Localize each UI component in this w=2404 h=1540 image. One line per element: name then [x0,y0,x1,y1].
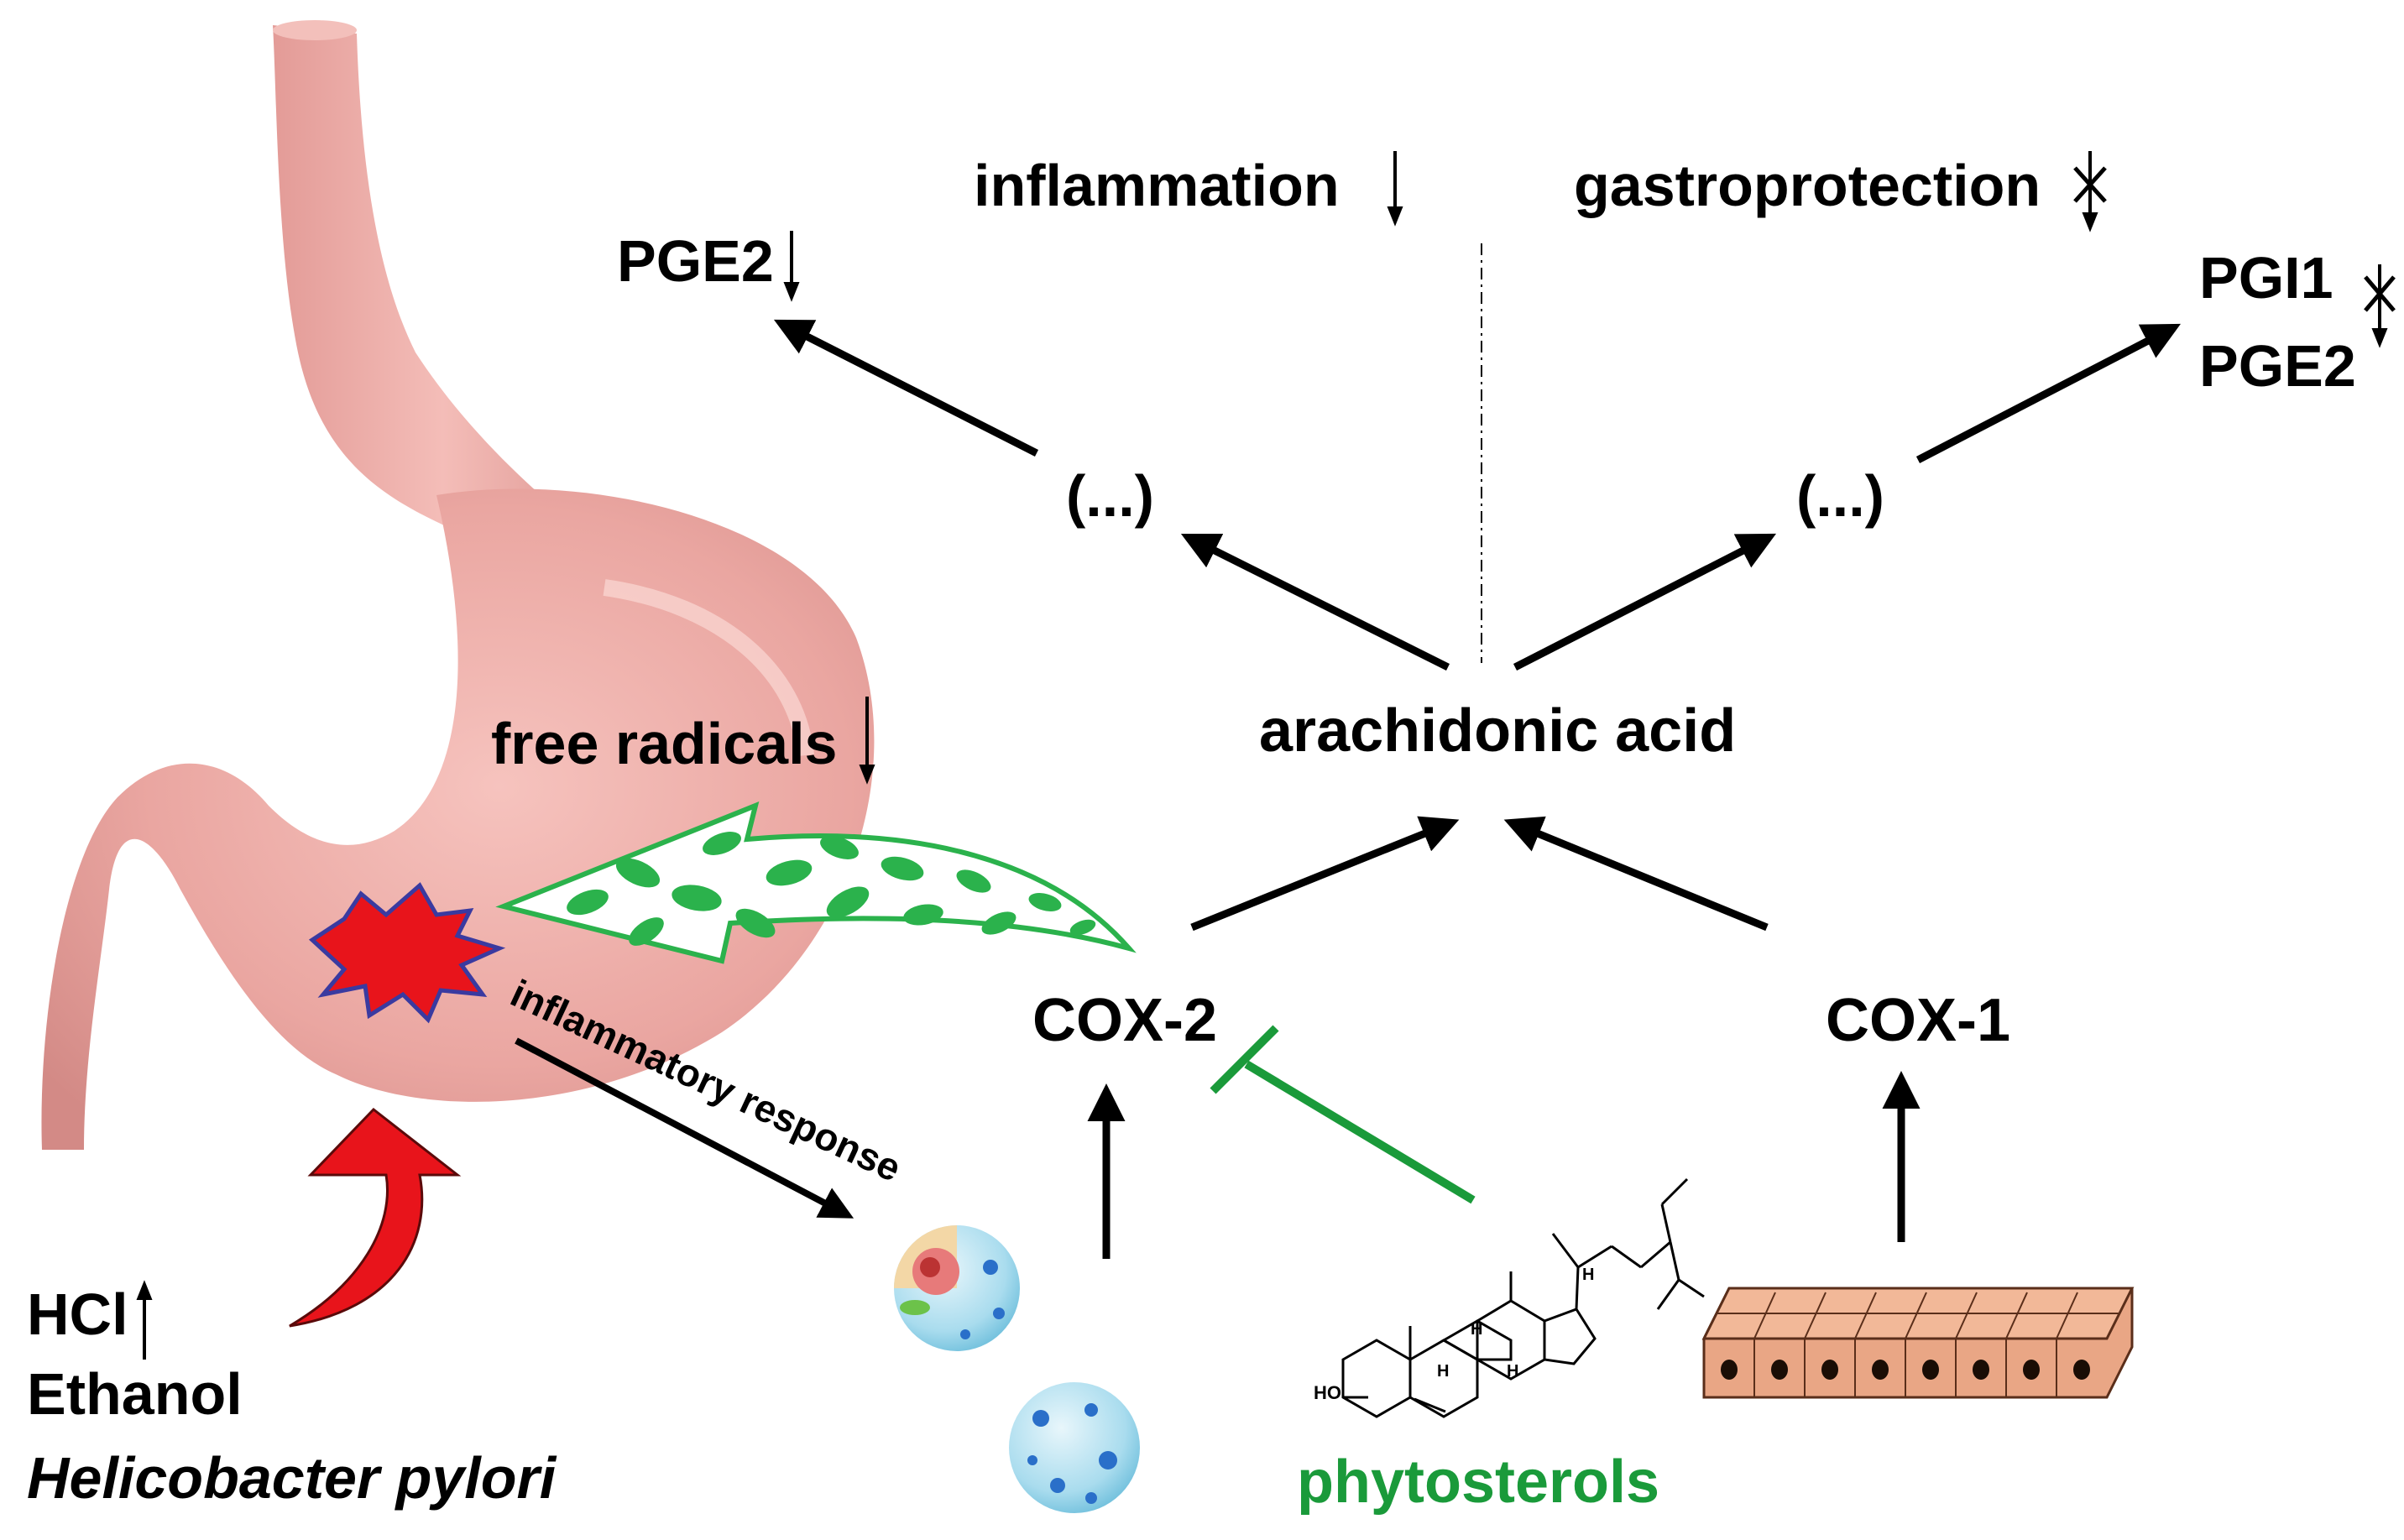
inflammation-label: inflammation [974,153,1340,218]
immune-cell-icon [1009,1382,1140,1513]
intermediate-left-label: (...) [1066,463,1154,529]
red-curved-arrow-icon [289,1107,462,1328]
free-radicals-label: free radicals [491,711,837,776]
arrow-aa-to-intermediate-left [1180,533,1450,671]
gastroprotection-label: gastroprotection [1574,153,2041,218]
immune-cell-cutaway-icon [894,1225,1020,1351]
arrow-intermediate-to-pgi [1915,323,2181,463]
phytosterol-h-label-1: H [1437,1362,1449,1381]
cox1-label: COX-1 [1826,987,2010,1054]
phytosterol-structure-icon [1341,1177,1705,1418]
damage-burst-icon [308,882,506,1024]
phytosterol-h-label-2: H [1471,1320,1482,1339]
pgi-blocked-cross-icon [2364,275,2396,312]
arrow-aa-to-intermediate-right [1513,533,1777,671]
pathway-arrows [515,319,2181,1259]
gastroprotection-blocked-cross-icon [2073,166,2107,203]
hcl-label: HCl [27,1282,128,1347]
phytosterol-h-label-3: H [1507,1362,1518,1381]
arachidonic-acid-label: arachidonic acid [1259,697,1736,765]
phytosterol-inhibition-line [1210,1025,1476,1204]
phytosterol-h-label-4: H [1582,1266,1594,1284]
phytosterols-label: phytosterols [1297,1449,1659,1516]
ethanol-label: Ethanol [27,1361,243,1427]
pge2-left-label: PGE2 [617,228,774,294]
arrow-intermediate-to-pge2 [773,319,1039,457]
pge2-right-label: PGE2 [2199,333,2356,399]
arrow-cox2-to-aa [1190,816,1460,932]
arrow-inflammatory-response [515,1037,854,1219]
pgi1-right-label: PGI1 [2199,245,2333,311]
arrow-cox1-to-aa [1503,816,1769,932]
phytosterol-ho-label: HO [1314,1382,1341,1403]
helicobacter-label: Helicobacter pylori [27,1445,557,1511]
stomach-illustration [41,20,875,1150]
epithelial-cells-icon [1701,1287,2135,1399]
green-leaf-arrow-icon [495,801,1137,964]
intermediate-right-label: (...) [1796,463,1884,529]
cox2-label: COX-2 [1032,987,1217,1054]
